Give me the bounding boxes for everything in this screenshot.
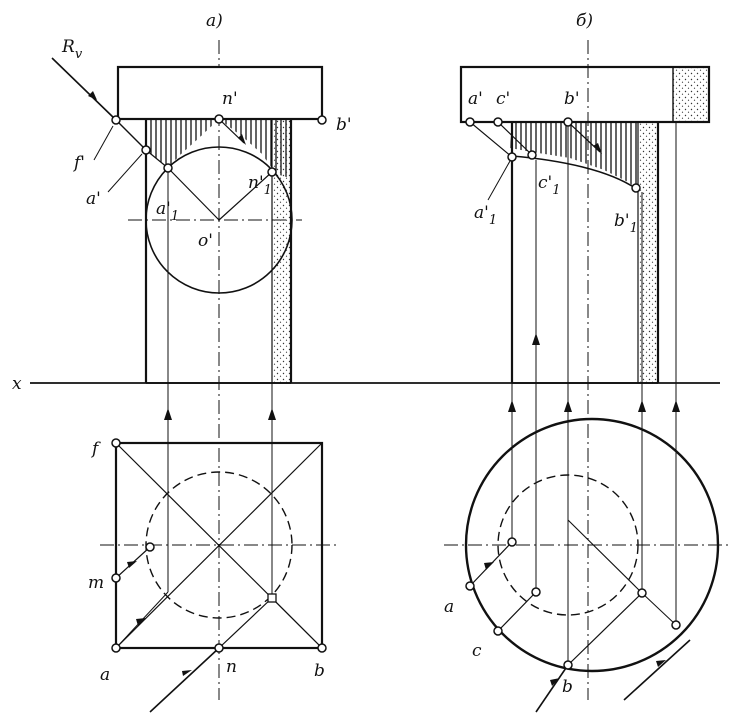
right-point-a1-prime[interactable] [507, 152, 517, 162]
left-panel-caption: а) [206, 11, 223, 31]
left-shadow-hatch [146, 119, 290, 178]
right-plan-incoming-ray-b-arrowhead [550, 678, 560, 686]
left-leader-f-prime [93, 125, 114, 161]
right-label-b1-prime: b'1 [614, 211, 638, 236]
right-label-b-prime: b' [564, 89, 580, 109]
right-plan-point-b[interactable] [563, 660, 573, 670]
left-point-a-prime[interactable] [141, 145, 151, 155]
left-light-ray-rv[interactable] [51, 57, 117, 121]
left-plan-ray-n [218, 597, 273, 649]
left-plan-label-m: m [88, 573, 104, 593]
right-label-c1-prime: c'1 [538, 173, 560, 198]
left-panel: а) Rv n' [51, 11, 352, 713]
left-radius-n1 [218, 171, 273, 221]
left-radius-a1 [167, 167, 220, 221]
left-point-f-prime[interactable] [111, 115, 121, 125]
left-plan-diagonal-2 [115, 442, 323, 649]
left-label-a-prime: a' [86, 189, 101, 209]
left-plan-label-b: b [314, 661, 325, 681]
right-plan-ray-a-arrowhead [484, 562, 494, 570]
left-label-n-prime: n' [222, 89, 238, 109]
right-projection-arrow-1 [508, 400, 516, 412]
right-leader-a1-prime [487, 160, 511, 201]
left-point-a1-prime[interactable] [163, 163, 173, 173]
left-slab [116, 65, 324, 121]
right-label-a1-prime: a'1 [474, 203, 497, 228]
left-point-n1-prime[interactable] [267, 167, 277, 177]
right-plan-outer-circle [464, 417, 720, 673]
right-plan-point-c[interactable] [493, 626, 503, 636]
right-plan-label-a: a [444, 597, 454, 617]
left-ray-continuation [115, 119, 147, 151]
right-plan-ray-b [567, 592, 643, 666]
right-point-b1-prime[interactable] [631, 183, 641, 193]
left-plan-point-m[interactable] [111, 573, 121, 583]
left-plan-point-f[interactable] [111, 438, 121, 448]
left-label-o-prime: o' [198, 231, 213, 251]
right-projection-arrow-4 [672, 400, 680, 412]
right-panel: б) a' c' b' a'1 [444, 11, 730, 713]
left-label-b-prime: b' [336, 115, 352, 135]
right-shadow-hatch [510, 123, 638, 190]
left-plan-point-a[interactable] [111, 643, 121, 653]
right-plan-point-b1[interactable] [637, 588, 647, 598]
right-point-b-prime[interactable] [563, 117, 573, 127]
right-projection-arrow-2 [564, 400, 572, 412]
left-plan-incoming-ray[interactable] [149, 647, 220, 713]
left-point-n-prime[interactable] [214, 114, 224, 124]
left-leader-a-prime [107, 153, 143, 193]
left-plan-point-n1[interactable] [267, 593, 277, 603]
right-panel-caption: б) [576, 11, 593, 31]
left-projection-a1-arrow [164, 408, 172, 420]
left-plan-label-a: a [100, 665, 110, 685]
right-point-a-prime[interactable] [465, 117, 475, 127]
right-plan-label-c: c [472, 641, 482, 661]
right-ray-a [469, 121, 513, 158]
right-plan-point-a[interactable] [465, 581, 475, 591]
left-plan-incoming-ray-arrowhead [182, 670, 192, 676]
right-projection-arrow-3 [638, 400, 646, 412]
left-label-n1-prime: n'1 [248, 173, 272, 198]
right-point-c1-prime[interactable] [527, 150, 537, 160]
right-plan-incoming-ray-far[interactable] [623, 639, 691, 701]
right-ray-b-arrowhead [593, 143, 602, 154]
left-plan-ray-n2 [271, 597, 323, 649]
right-plan-ray-c [497, 591, 537, 632]
left-plan-point-n[interactable] [214, 643, 224, 653]
right-column-shade [638, 123, 658, 383]
left-plan-label-f: f [90, 439, 101, 459]
right-plan-point-a-inner[interactable] [507, 537, 517, 547]
right-point-c-prime[interactable] [493, 117, 503, 127]
right-plan-incoming-ray-b[interactable] [535, 664, 569, 713]
right-plan-diag [567, 519, 643, 594]
left-label-rv: Rv [61, 37, 83, 62]
right-ray-c [497, 121, 533, 156]
right-label-a-prime: a' [468, 89, 483, 109]
left-plan-ray-m-arrowhead [127, 561, 137, 568]
right-plan-label-b: b [562, 677, 573, 697]
left-plan-ray-a-arrowhead [136, 618, 146, 626]
right-plan-incoming-ray-far-arrowhead [656, 660, 666, 667]
right-plan-ray-b1-far [641, 592, 677, 626]
left-plan-point-b[interactable] [317, 643, 327, 653]
left-label-f-prime: f' [72, 153, 85, 173]
left-shade-strip [272, 119, 291, 383]
right-plan-point-c-inner[interactable] [531, 587, 541, 597]
left-auxiliary-circle [145, 146, 293, 294]
right-plan-point-far[interactable] [671, 620, 681, 630]
right-label-c-prime: c' [496, 89, 510, 109]
x-axis-label: x [12, 374, 22, 394]
left-projection-n1-arrow [268, 408, 276, 420]
left-ray-n-arrowhead [238, 134, 246, 145]
left-point-b-prime[interactable] [317, 115, 327, 125]
left-plan-point-m2[interactable] [145, 542, 155, 552]
right-slab-shade [673, 67, 709, 122]
left-plan-label-n: n [226, 657, 237, 677]
right-slab [459, 65, 711, 124]
left-label-a1-prime: a'1 [156, 199, 179, 224]
right-plan-dashed-circle [497, 474, 639, 616]
right-projection-c-arrow [532, 333, 540, 345]
left-light-ray-arrowhead [88, 91, 97, 100]
